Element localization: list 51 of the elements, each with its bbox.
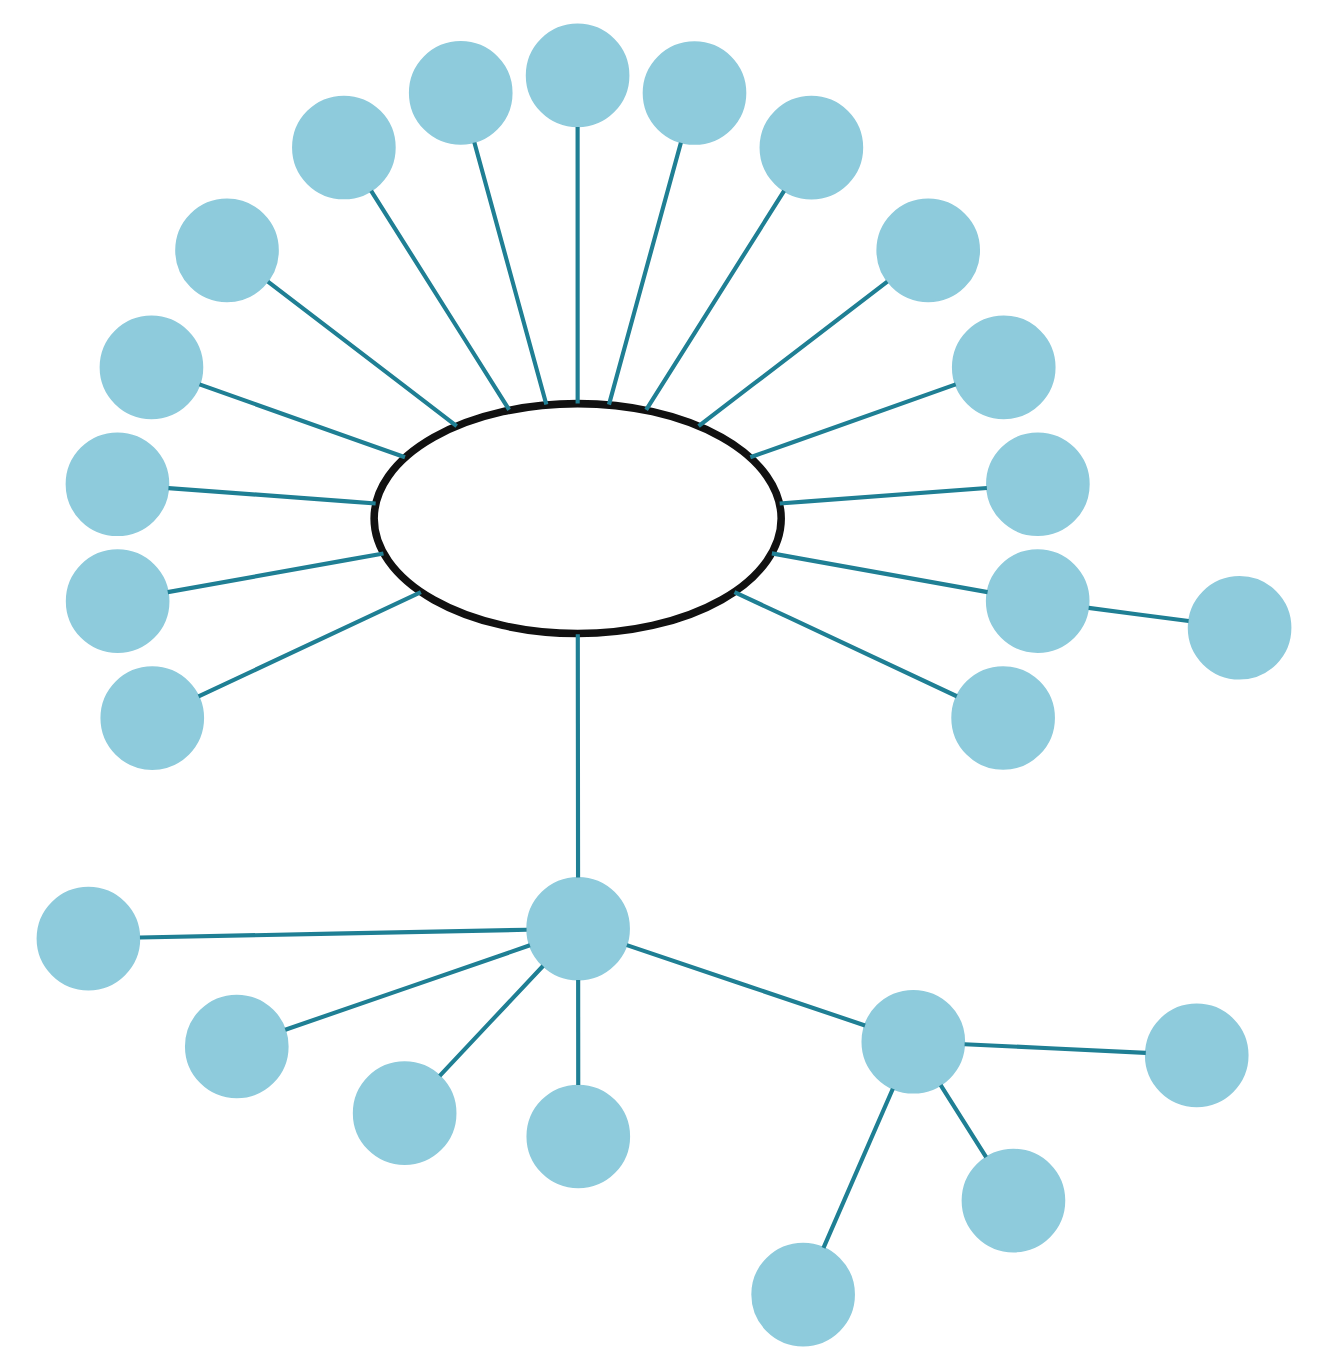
node-circle	[99, 666, 204, 770]
connector	[963, 1042, 1145, 1055]
connector	[197, 382, 405, 460]
node-circle	[950, 315, 1055, 420]
node-circle	[64, 432, 169, 537]
node-circle	[291, 95, 395, 200]
node-circle	[960, 1148, 1065, 1253]
connector	[696, 280, 888, 428]
node-circle	[407, 41, 512, 145]
connector	[1087, 605, 1188, 624]
connector	[732, 590, 957, 699]
connector	[820, 1087, 894, 1249]
node-circle	[351, 1061, 456, 1165]
node-circle	[64, 549, 169, 653]
connector	[196, 590, 421, 699]
connector	[937, 1084, 987, 1159]
connector	[770, 551, 987, 595]
node-circle	[525, 1084, 630, 1189]
node-circle	[985, 432, 1089, 537]
connector	[574, 127, 579, 404]
node-circle	[98, 315, 203, 420]
node-circle	[174, 198, 278, 303]
node-circle	[950, 666, 1054, 770]
connector	[748, 382, 956, 460]
node-circle	[750, 1242, 854, 1347]
node-circle	[641, 41, 746, 145]
connector	[574, 634, 580, 878]
node-circle	[1186, 575, 1291, 680]
connector	[643, 189, 785, 411]
connector	[625, 943, 865, 1028]
node-circle	[758, 95, 863, 200]
connector	[265, 280, 457, 428]
node-cloud	[369, 399, 784, 638]
connector	[778, 485, 987, 506]
node-circle	[875, 198, 980, 303]
connector	[283, 943, 530, 1032]
connector	[575, 980, 580, 1085]
node-circle	[183, 994, 288, 1099]
connector	[471, 142, 548, 406]
node-circle	[984, 549, 1089, 653]
node-circle	[1143, 1003, 1248, 1108]
node-circle	[35, 886, 140, 991]
node-circle	[525, 876, 629, 981]
connector	[437, 964, 544, 1078]
connector	[138, 927, 526, 940]
connector	[166, 551, 383, 595]
node-circle	[860, 989, 965, 1094]
node-circle	[524, 23, 629, 128]
connector	[605, 142, 682, 406]
connector	[368, 189, 510, 411]
connector	[167, 486, 375, 506]
